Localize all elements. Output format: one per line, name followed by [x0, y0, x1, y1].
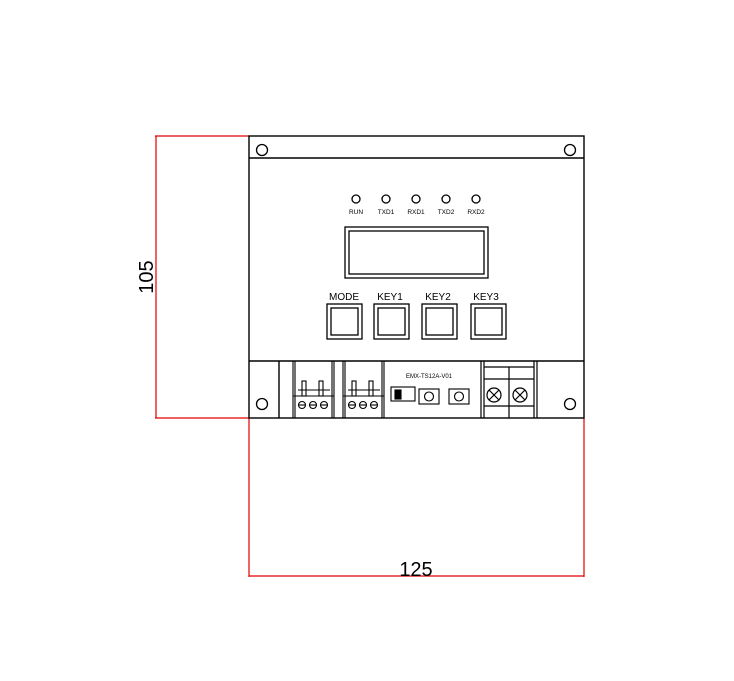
screw-terminal-icon [358, 400, 368, 410]
screw-terminal-icon [297, 400, 307, 410]
lcd-inner [348, 230, 485, 275]
led-label-txd2: TXD2 [438, 209, 455, 216]
mode-key-button[interactable] [326, 303, 363, 340]
led-indicator-icon [351, 194, 361, 204]
led-label-run: RUN [349, 209, 363, 216]
height-dimension-label: 105 [136, 260, 158, 293]
led-label-rxd1: RXD1 [407, 209, 425, 216]
led-label-rxd2: RXD2 [467, 209, 485, 216]
device-body [248, 135, 585, 419]
led-indicator-icon [381, 194, 391, 204]
led-indicator-icon [411, 194, 421, 204]
mounting-hole-icon [255, 397, 269, 411]
mounting-hole-icon [255, 143, 269, 157]
board-model-label: EMX-TS12A-V01 [406, 374, 453, 380]
led-row: RUN TXD1 RXD1 TXD2 RXD2 [349, 194, 485, 216]
device-outline [248, 135, 585, 419]
key-label-mode: MODE [329, 292, 359, 303]
key-label-key1: KEY1 [377, 292, 403, 303]
reset-button[interactable] [418, 388, 440, 405]
mounting-holes [255, 143, 577, 411]
mounting-hole-icon [563, 143, 577, 157]
dimension-lines [155, 135, 585, 577]
key1-button[interactable] [373, 303, 410, 340]
led-label-txd1: TXD1 [378, 209, 395, 216]
width-dimension-label: 125 [399, 559, 432, 581]
led-indicator-icon [441, 194, 451, 204]
power-screw-icon [512, 387, 528, 403]
screw-terminal-icon [347, 400, 357, 410]
key-row: MODE KEY1 KEY2 KEY3 [326, 292, 507, 340]
terminal-block-1 [292, 361, 335, 418]
terminal-block-2 [342, 361, 385, 418]
key-label-key2: KEY2 [425, 292, 451, 303]
set-button[interactable] [448, 388, 470, 405]
dip-switch[interactable] [390, 386, 416, 402]
screw-terminal-icon [369, 400, 379, 410]
key2-button[interactable] [421, 303, 458, 340]
lcd-outer [344, 226, 489, 279]
lcd-display [344, 226, 489, 279]
led-indicator-icon [471, 194, 481, 204]
power-screw-icon [486, 387, 502, 403]
screw-terminal-icon [319, 400, 329, 410]
power-terminal-block [480, 361, 538, 418]
mounting-hole-icon [563, 397, 577, 411]
screw-terminal-icon [308, 400, 318, 410]
key3-button[interactable] [470, 303, 507, 340]
key-label-key3: KEY3 [473, 292, 499, 303]
